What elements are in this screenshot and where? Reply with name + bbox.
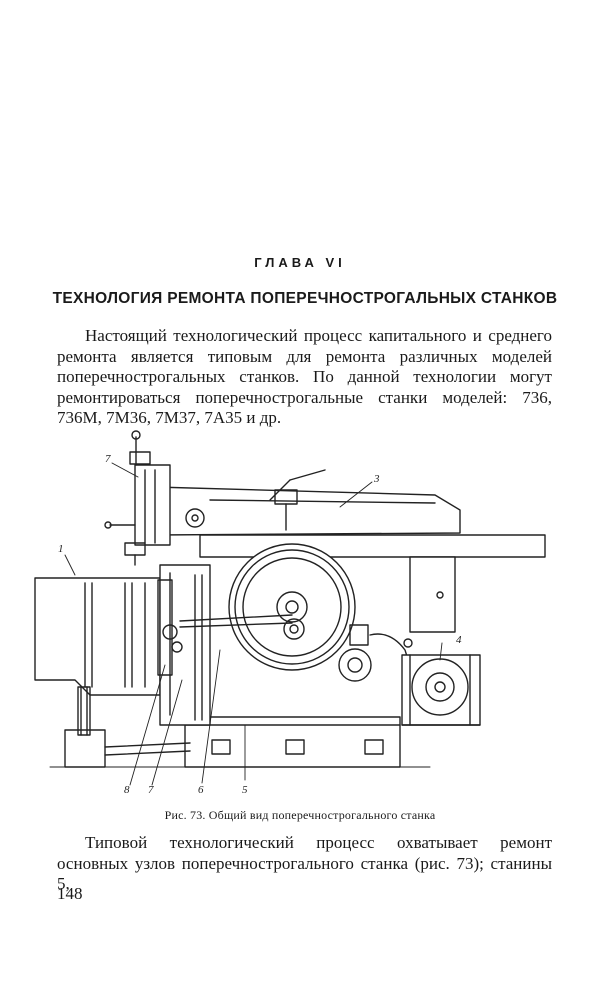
label-6: 6 [198,784,204,796]
body-paragraph-text: Типовой технологический процесс охватыва… [57,833,552,893]
label-4: 4 [456,634,462,646]
bull-wheel [179,543,356,671]
machine-column [157,564,211,726]
machine-base [49,716,431,768]
label-7-bottom: 7 [148,784,154,796]
chapter-heading: ГЛАВА VI [254,255,346,270]
work-table [34,577,161,736]
intro-paragraph-text: Настоящий технологический процесс капита… [57,326,552,427]
ram-lever [269,469,326,531]
label-1: 1 [58,543,64,555]
page-number: 148 [57,884,83,903]
figure-labels: 1 3 4 5 6 7 7 8 [58,453,462,796]
electric-motor [401,654,481,726]
gear-train [338,624,413,686]
machine-figure: 1 3 4 5 6 7 7 8 [30,425,550,805]
label-7-top: 7 [105,453,111,465]
label-3: 3 [373,473,380,485]
shaping-machine-drawing: 1 3 4 5 6 7 7 8 [34,430,546,796]
tool-head [104,430,205,566]
label-8: 8 [124,784,130,796]
label-5: 5 [242,784,248,796]
body-paragraph: Типовой технологический процесс охватыва… [57,833,552,895]
chapter-title: ТЕХНОЛОГИЯ РЕМОНТА ПОПЕРЕЧНОСТРОГАЛЬНЫХ … [52,290,558,307]
figure-caption: Рис. 73. Общий вид поперечнострогального… [164,808,436,822]
intro-paragraph: Настоящий технологический процесс капита… [57,326,552,429]
leader-lines [64,462,443,786]
